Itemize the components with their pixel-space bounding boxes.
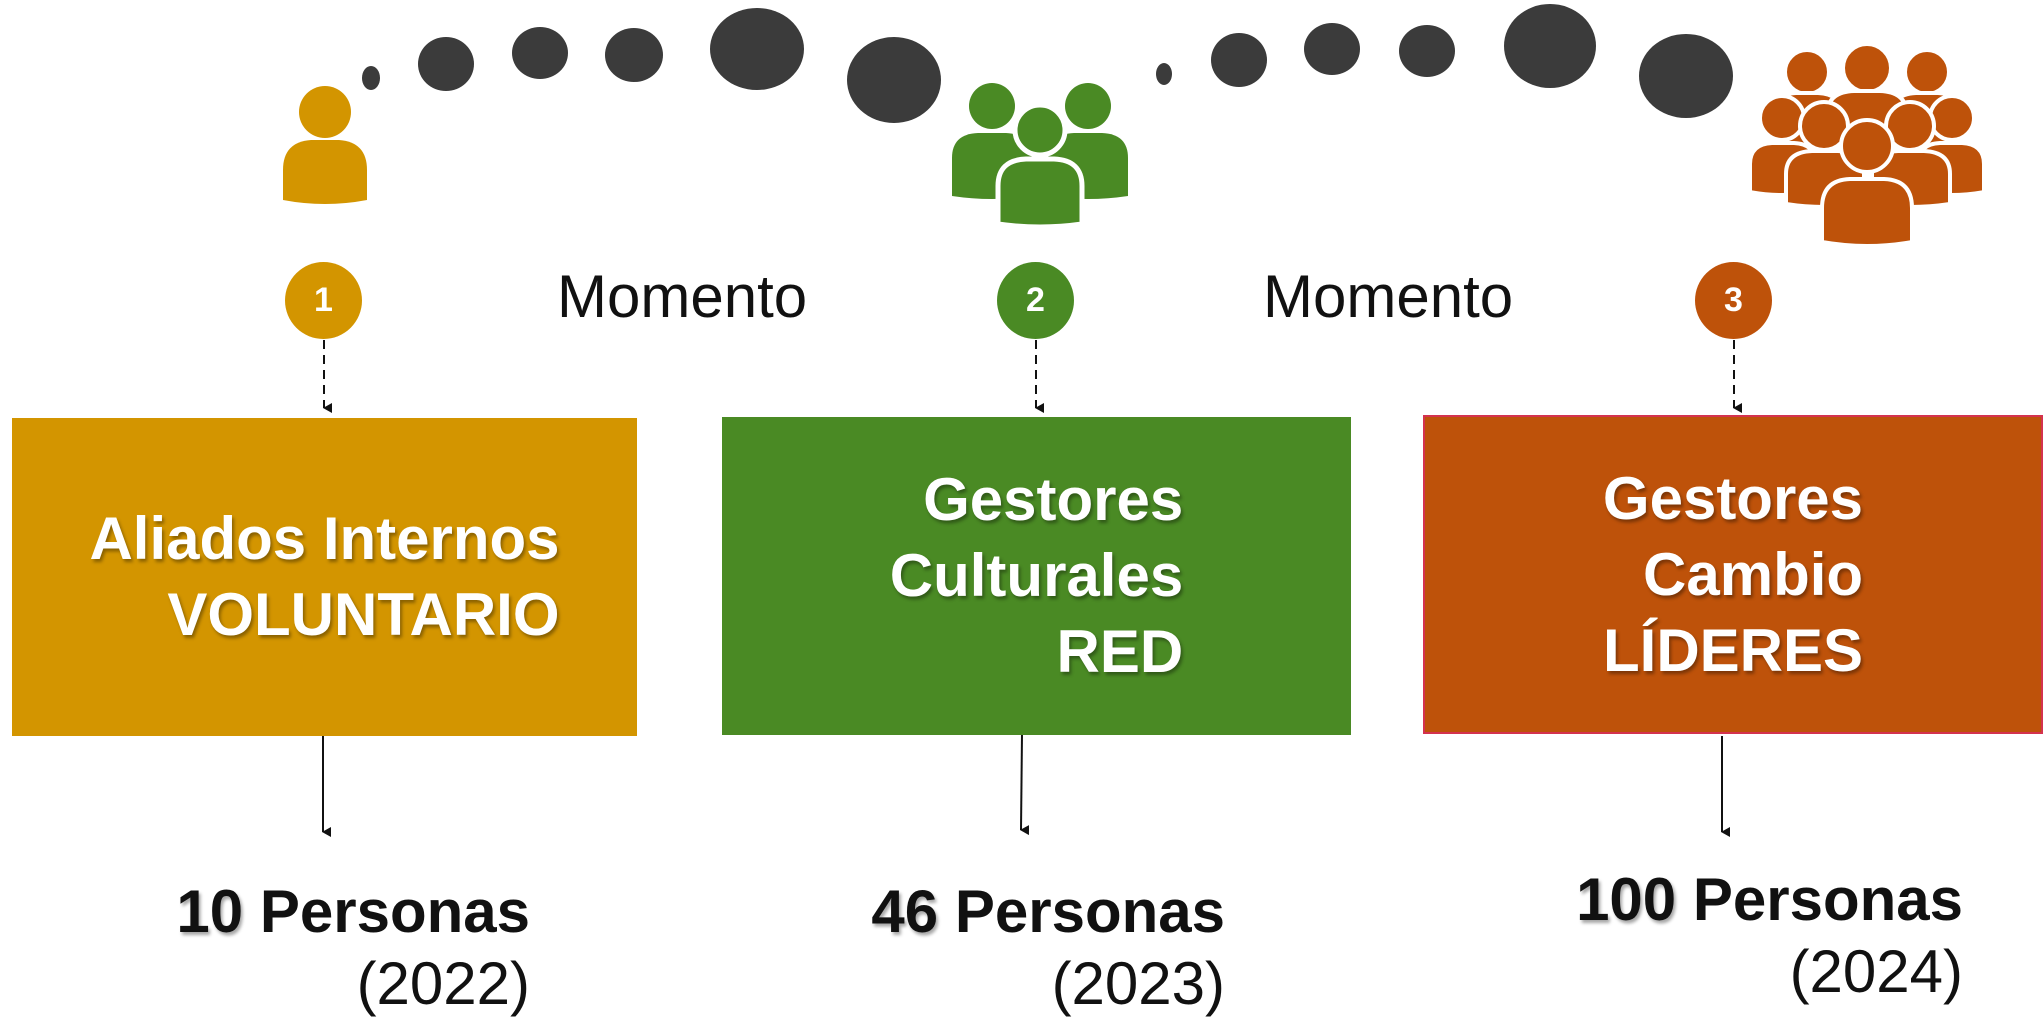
step-3-badge: 3 — [1695, 262, 1772, 339]
bubble-dot — [1304, 23, 1360, 75]
moment-label-1: Momento — [557, 263, 808, 330]
crowd-people-icon — [1752, 42, 1982, 248]
bubble-dot — [710, 8, 804, 90]
bubble-dot — [1156, 63, 1172, 85]
stage-2-count: 46 Personas (2023) — [871, 878, 1225, 1017]
stage-2-box: Gestores Culturales RED — [722, 417, 1351, 735]
bubble-dot — [605, 28, 663, 82]
stage-3-title: Gestores Cambio LÍDERES — [1602, 464, 1864, 684]
solid-arrow-2 — [1020, 733, 1030, 836]
bubble-dot — [512, 27, 568, 79]
stage-2-title: Gestores Culturales RED — [889, 466, 1184, 685]
bubble-dot — [362, 66, 380, 90]
group-people-icon — [952, 83, 1128, 228]
step-2-badge: 2 — [997, 262, 1074, 339]
bubble-dot — [1211, 33, 1267, 87]
stage-1-count: 10 Personas (2022) — [176, 878, 530, 1017]
bubble-dot — [1399, 25, 1455, 77]
single-person-icon — [283, 86, 367, 204]
bubble-trail — [362, 4, 1733, 123]
stage-1-title: Aliados Internos VOLUNTARIO — [89, 505, 560, 648]
stage-3-box: Gestores Cambio LÍDERES — [1423, 415, 2043, 734]
bubble-dot — [418, 37, 474, 91]
step-1-badge: 1 — [285, 262, 362, 339]
stage-3-count: 100 Personas (2024) — [1576, 866, 1963, 1005]
bubble-dot — [847, 37, 941, 123]
stage-1-box: Aliados Internos VOLUNTARIO — [12, 418, 637, 736]
bubble-dot — [1639, 34, 1733, 118]
bubble-dot — [1504, 4, 1596, 88]
moment-label-2: Momento — [1263, 263, 1514, 330]
